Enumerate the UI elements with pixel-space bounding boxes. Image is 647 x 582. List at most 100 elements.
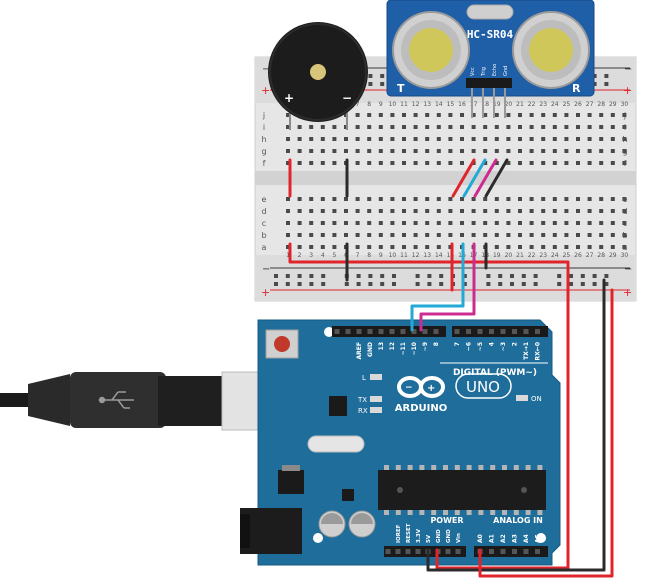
breadboard-hole — [552, 233, 557, 237]
column-number: 21 — [516, 252, 524, 259]
led-l — [370, 374, 382, 380]
breadboard-hole — [425, 197, 430, 201]
breadboard-hole — [529, 113, 534, 117]
breadboard-hole — [286, 245, 290, 249]
rail-hole — [462, 282, 467, 286]
row-letter: h — [261, 135, 266, 144]
breadboard-hole — [599, 209, 604, 213]
buzzer-rim — [269, 23, 367, 121]
breadboard-hole — [483, 233, 488, 237]
breadboard-hole — [483, 197, 488, 201]
header-socket — [512, 329, 517, 334]
breadboard-hole — [355, 137, 360, 141]
chip-leg — [443, 510, 448, 515]
breadboard-hole — [622, 209, 627, 213]
breadboard-hole — [402, 125, 406, 129]
breadboard-hole — [518, 149, 522, 153]
rail-hole — [604, 282, 609, 286]
breadboard-hole — [506, 233, 511, 237]
rail-hole — [274, 282, 278, 286]
row-letter: h — [622, 135, 627, 144]
led-l-label: L — [362, 374, 366, 382]
breadboard-hole — [297, 137, 302, 141]
rail-hole — [557, 282, 562, 286]
breadboard-hole — [320, 245, 325, 249]
breadboard-hole — [436, 161, 441, 165]
breadboard-hole — [425, 125, 430, 129]
rail-hole — [462, 274, 467, 278]
breadboard-hole — [599, 113, 604, 117]
power-pin-label: IOREF — [396, 524, 402, 543]
breadboard-hole — [610, 149, 615, 153]
voltage-regulator — [278, 470, 304, 494]
breadboard-hole — [390, 161, 395, 165]
sensor-crystal — [466, 4, 514, 20]
digital-pin-label: ~5 — [477, 342, 484, 351]
analog-pin-label: A1 — [489, 534, 496, 543]
bottom-rail-minus-right: − — [624, 264, 632, 275]
rail-hole — [392, 282, 396, 286]
rail-hole — [604, 82, 609, 86]
breadboard-hole — [448, 149, 453, 153]
breadboard-hole — [413, 233, 418, 237]
sensor-t-mark: T — [397, 82, 405, 95]
breadboard-hole — [390, 209, 395, 213]
breadboard-hole — [344, 137, 348, 141]
rail-hole — [392, 274, 396, 278]
column-number: 18 — [481, 101, 489, 108]
dc-jack-front — [240, 514, 250, 548]
chip-leg — [502, 465, 507, 470]
analog-pin-label: A2 — [500, 534, 507, 543]
chip-leg — [525, 465, 531, 470]
header-socket — [523, 329, 529, 334]
breadboard-hole — [529, 221, 534, 225]
row-letter: g — [261, 147, 266, 156]
breadboard-hole — [425, 233, 430, 237]
usb-plug-neck — [158, 376, 224, 426]
column-number: 5 — [332, 252, 336, 259]
column-number: 24 — [551, 252, 559, 259]
rail-hole — [569, 282, 573, 286]
breadboard-hole — [297, 197, 302, 201]
column-number: 2 — [298, 252, 302, 259]
breadboard-hole — [436, 233, 441, 237]
row-letter: c — [623, 219, 627, 228]
breadboard-hole — [483, 209, 488, 213]
terminal-holes — [286, 113, 627, 249]
breadboard-hole — [622, 137, 627, 141]
breadboard-hole — [436, 197, 441, 201]
digital-pin-label: ~11 — [400, 342, 407, 355]
column-number: 27 — [586, 252, 594, 259]
breadboard-hole — [494, 161, 499, 165]
buzzer-plus-label: + — [284, 91, 294, 105]
breadboard-hole — [622, 221, 627, 225]
mount-hole-1 — [324, 327, 334, 337]
column-number: 28 — [597, 252, 605, 259]
breadboard-hole — [506, 197, 511, 201]
reset-button-cap[interactable] — [274, 336, 290, 352]
column-number: 13 — [423, 101, 431, 108]
breadboard-hole — [564, 233, 569, 237]
header-socket — [454, 329, 460, 334]
chip-leg — [407, 465, 413, 470]
breadboard-hole — [541, 161, 546, 165]
header-socket — [334, 329, 340, 334]
breadboard-hole — [506, 161, 511, 165]
column-number: 30 — [621, 252, 629, 259]
capacitor-1-stripe — [321, 513, 343, 524]
breadboard-hole — [587, 245, 592, 249]
arduino-logo-icon — [397, 376, 445, 398]
breadboard-hole — [552, 161, 557, 165]
breadboard-hole — [448, 197, 453, 201]
wire-sensor-echo — [473, 158, 498, 198]
breadboard-hole — [378, 209, 383, 213]
breadboard-hole — [297, 221, 302, 225]
breadboard-hole — [599, 245, 604, 249]
digital-pin-label: RX←0 — [535, 342, 542, 360]
breadboard-hole — [367, 113, 372, 117]
sensor-pin-label: Gnd — [503, 66, 509, 76]
breadboard-hole — [320, 125, 325, 129]
